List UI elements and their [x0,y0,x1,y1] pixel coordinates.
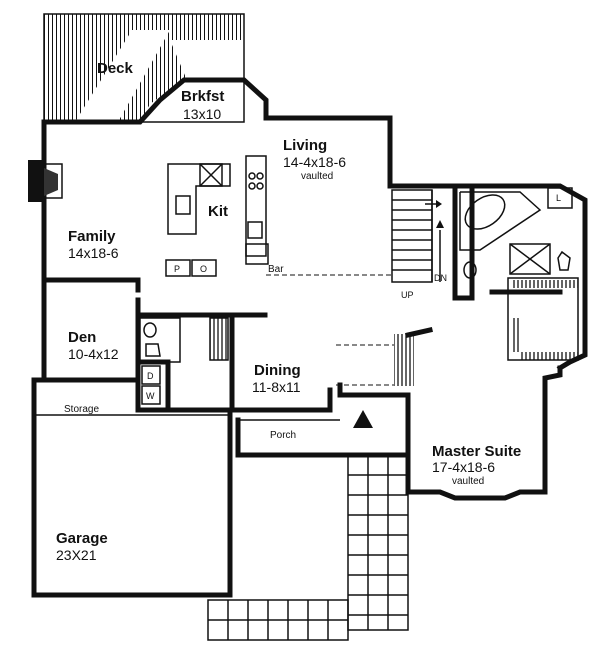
garage-size: 23X21 [56,547,97,563]
brkfst-label: Brkfst [181,88,224,105]
walkway [207,454,409,641]
kit-label: Kit [208,203,228,220]
pantry-label: P [174,264,180,274]
dining-size: 11-8x11 [252,379,301,395]
oven-label: O [200,264,207,274]
washer-label: W [146,391,155,401]
closet-hatch [209,317,229,361]
stair-down-label: DN [434,273,447,283]
storage-label: Storage [64,404,99,415]
den-label: Den [68,329,96,346]
deck-label: Deck [97,60,134,77]
living-note: vaulted [301,171,333,182]
linen-label: L [556,193,561,203]
dining-label: Dining [254,362,301,379]
brkfst-size: 13x10 [183,106,221,122]
living-label: Living [283,137,327,154]
half-bath [139,317,181,363]
family-size: 14x18-6 [68,245,119,261]
laundry [141,365,161,405]
family-label: Family [68,228,116,245]
den-size: 10-4x12 [68,346,119,362]
deck [43,13,245,123]
entry-hatch [394,334,414,386]
bar-label: Bar [268,264,284,275]
fireplace [28,160,63,202]
staircase [391,189,444,283]
entry-arrow-icon [353,410,373,428]
master-note: vaulted [452,476,484,487]
garage-label: Garage [56,530,108,547]
stair-up-label: UP [401,290,414,300]
master-size: 17-4x18-6 [432,459,495,475]
master-label: Master Suite [432,443,521,460]
dryer-label: D [147,371,154,381]
master-bath [459,187,573,279]
living-size: 14-4x18-6 [283,154,346,170]
walk-in-closet [507,277,579,361]
kitchen-fixtures [165,155,269,277]
dashed-lines [266,274,394,386]
porch-label: Porch [270,430,296,441]
